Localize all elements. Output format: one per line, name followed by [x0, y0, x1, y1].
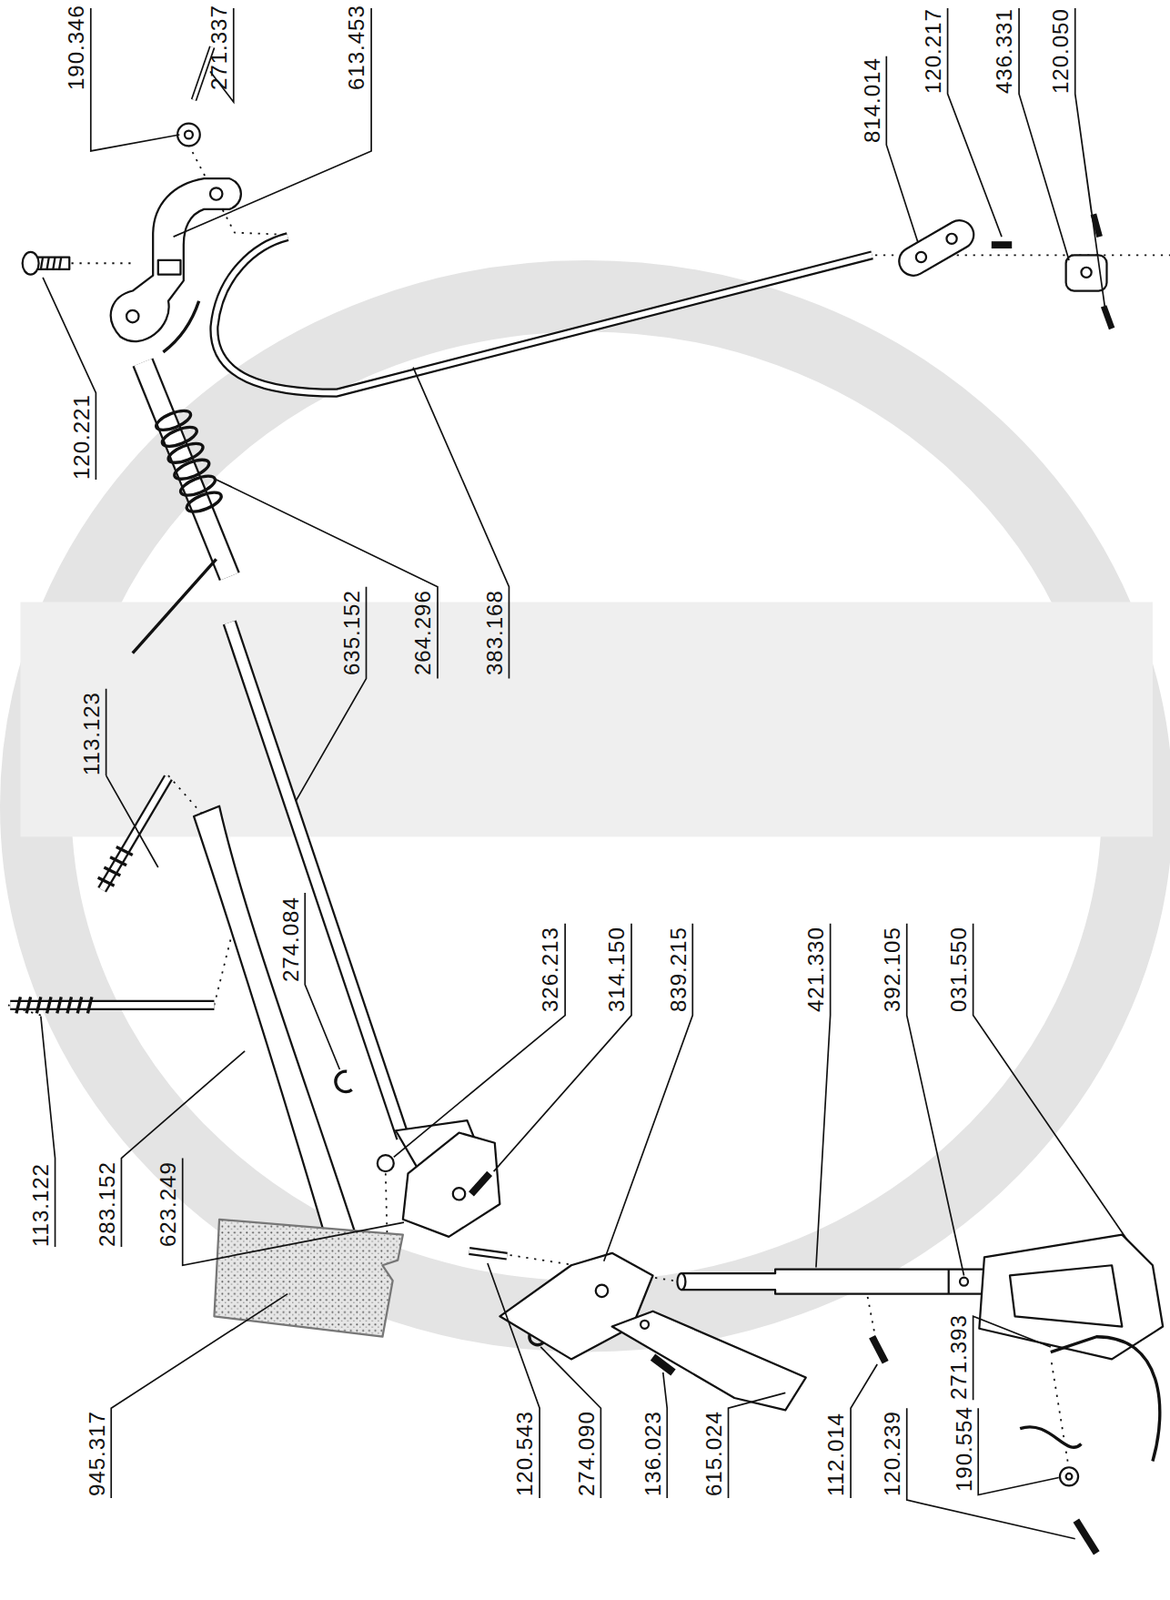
callout-number: 113.122 — [28, 1162, 54, 1247]
callout-number: 120.543 — [512, 1410, 538, 1496]
callout-number: 814.014 — [859, 57, 886, 143]
callout-number: 031.550 — [946, 926, 972, 1012]
callout-number: 120.239 — [879, 1410, 906, 1496]
callout-number: 112.014 — [823, 1412, 849, 1496]
callout-number: 190.346 — [63, 4, 90, 91]
callout-number: 314.150 — [604, 926, 630, 1012]
callout-number: 613.453 — [343, 4, 370, 91]
callout-number: 421.330 — [803, 926, 829, 1012]
callout-number: 136.023 — [640, 1410, 666, 1496]
callout-number: 839.215 — [665, 926, 692, 1012]
callout-number: 113.123 — [79, 691, 105, 776]
callout-number: 120.050 — [1048, 8, 1074, 94]
callout-number: 271.393 — [946, 1314, 972, 1401]
callout-number: 392.105 — [879, 926, 906, 1012]
callout-number: 120.221 — [69, 393, 95, 480]
callout-number: 274.084 — [278, 896, 304, 982]
callout-number: 264.296 — [410, 589, 436, 676]
callout-number: 623.249 — [155, 1160, 182, 1247]
callout-number: 190.554 — [951, 1405, 978, 1492]
leader-lines — [40, 8, 1128, 1539]
callout-number: 383.168 — [482, 589, 508, 676]
parts — [8, 47, 1170, 1554]
callout-number: 271.337 — [206, 4, 232, 91]
callout-number: 436.331 — [991, 8, 1018, 94]
watermark — [20, 295, 1153, 1316]
callout-number: 326.213 — [537, 926, 564, 1012]
callout-number: 120.217 — [920, 8, 947, 94]
callout-number: 635.152 — [339, 589, 365, 676]
callout-number: 283.152 — [94, 1160, 121, 1247]
callout-number: 945.317 — [84, 1410, 111, 1496]
callout-number: 615.024 — [701, 1410, 727, 1496]
callout-number: 274.090 — [574, 1410, 600, 1496]
